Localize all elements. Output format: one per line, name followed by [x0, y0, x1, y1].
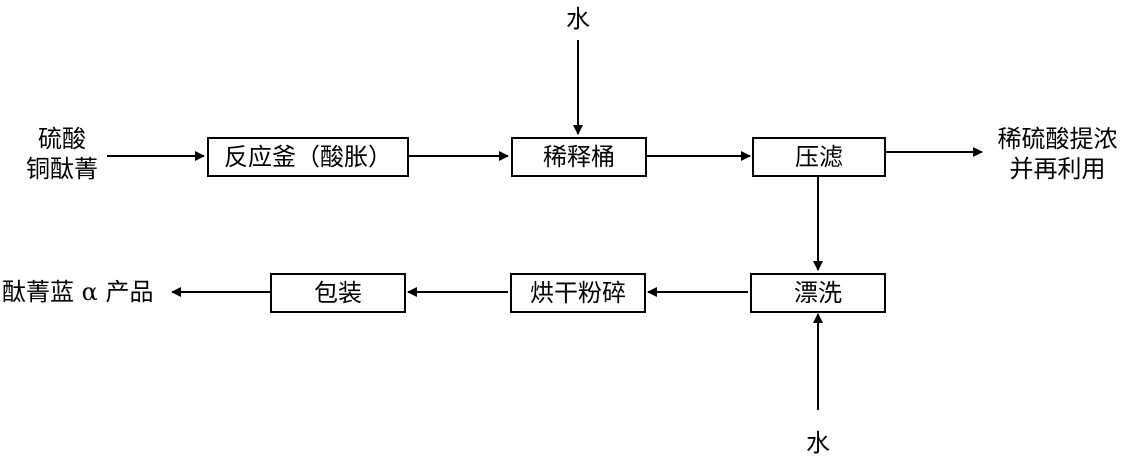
water-label-top: 水 — [566, 5, 590, 33]
packaging-box: 包装 — [270, 273, 406, 313]
reuse-output-label: 稀硫酸提浓 并再利用 — [990, 124, 1125, 184]
product-output-label: 酞菁蓝 α 产品 — [2, 278, 154, 306]
dry-grind-box: 烘干粉碎 — [510, 273, 646, 313]
input-copper-phthalocyanine: 铜酞菁 — [26, 155, 98, 183]
reuse-line-2: 并再利用 — [1009, 155, 1106, 183]
input-label: 硫酸 铜酞菁 — [18, 124, 106, 184]
rinse-box: 漂洗 — [750, 273, 886, 313]
reactor-box: 反应釜（酸胀） — [207, 137, 409, 177]
water-label-bottom: 水 — [806, 429, 830, 457]
reuse-line-1: 稀硫酸提浓 — [997, 125, 1118, 153]
dilution-tank-box: 稀释桶 — [511, 137, 647, 177]
input-sulfuric-acid: 硫酸 — [38, 125, 86, 153]
filter-press-box: 压滤 — [752, 137, 886, 177]
